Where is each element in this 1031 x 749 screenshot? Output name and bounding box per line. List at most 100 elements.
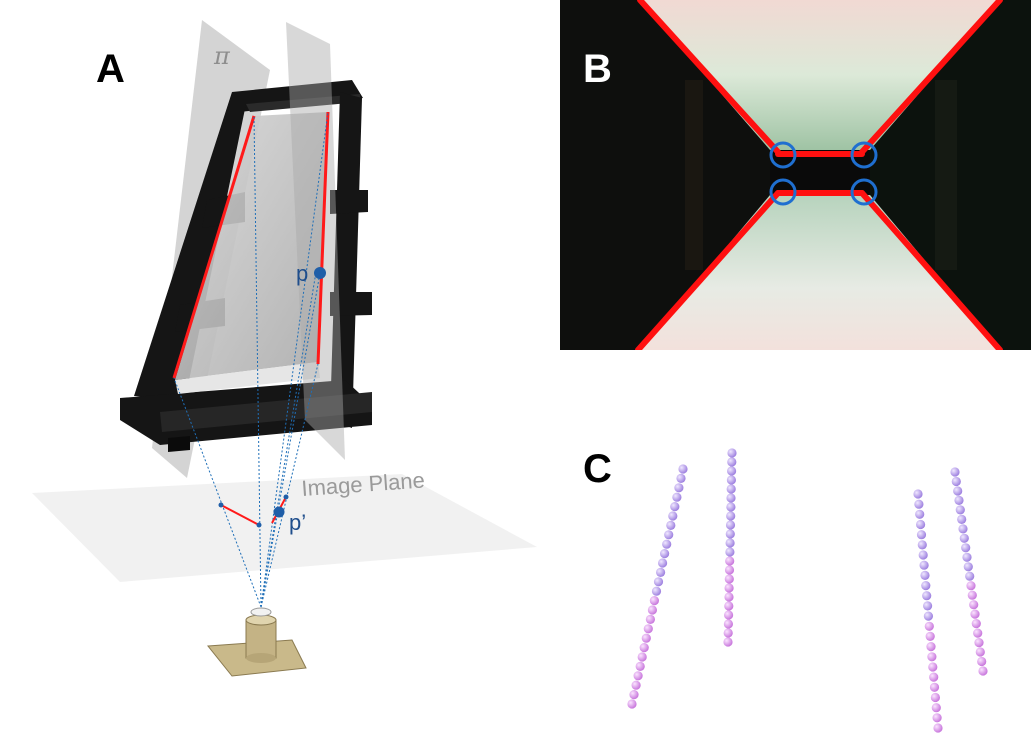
edge-point-dot <box>724 610 734 620</box>
projection-rays <box>173 111 329 608</box>
glass-bottom-lip <box>175 362 320 394</box>
edge-point-dot <box>656 567 666 578</box>
edge-point-dot <box>961 543 971 553</box>
corner-markers <box>769 141 878 206</box>
edge-point-dot <box>931 703 941 713</box>
edge-point-dot <box>725 529 735 539</box>
edge-point-dot <box>725 520 736 530</box>
edge-point-dot <box>922 591 932 601</box>
edge-point-dot <box>927 652 937 662</box>
edge-point-dot <box>723 628 733 638</box>
edge-point-dot <box>967 590 977 600</box>
panel-a-letter: A <box>96 47 125 91</box>
corner-marker <box>769 178 797 206</box>
panel-c: C <box>583 447 988 733</box>
edge-point-dot <box>724 565 735 575</box>
pi-label: π <box>213 42 231 70</box>
edge-point-dot <box>978 666 988 676</box>
edge-point-dot <box>647 605 658 615</box>
edge-point-dot <box>726 502 736 512</box>
edge-point-dot <box>660 549 670 559</box>
point-p-marker <box>314 267 326 279</box>
edge-point-dot <box>676 473 686 483</box>
detected-edges <box>635 0 1003 350</box>
edge-point-dot <box>723 637 733 647</box>
edge-point-dot <box>726 493 736 503</box>
edge-point-dot <box>957 514 967 525</box>
edge-point-dot <box>923 611 934 621</box>
edge-point-dot <box>627 699 637 709</box>
camera <box>207 607 307 677</box>
edge-point-dot <box>643 624 653 634</box>
panel-b-letter: B <box>583 47 612 91</box>
top-channel <box>640 0 1000 150</box>
edge-point-dot <box>674 483 684 493</box>
point-p-label: p <box>296 261 308 286</box>
edge-point-dot <box>928 662 938 672</box>
edge-point-dot <box>649 596 660 606</box>
edge-point-dot <box>723 619 734 629</box>
edge-point-dot <box>645 614 656 625</box>
edge-point-dot <box>672 492 682 502</box>
edge-point-dot <box>930 692 941 703</box>
corner-marker <box>850 141 878 169</box>
edge-point-dot <box>653 577 664 587</box>
point-p-prime-label: p’ <box>289 510 306 535</box>
edge-point-dot <box>977 656 987 667</box>
edge-point-dot <box>725 538 735 548</box>
panel-a: A π Image Plane p p’ <box>32 20 537 677</box>
edge-point-dot <box>950 467 960 477</box>
edge-point-dot <box>920 570 930 581</box>
bottom-channel <box>640 195 1000 350</box>
edge-point-dot <box>725 556 735 566</box>
edge-point-dot <box>923 601 933 611</box>
edge-point-dot <box>916 519 926 530</box>
edge-point-dot <box>970 609 980 619</box>
edge-point-dot <box>932 713 942 723</box>
corner-marker <box>769 141 797 169</box>
edge-point-dot <box>962 552 972 562</box>
edge-point-dot <box>954 495 964 505</box>
edge-point-dot <box>678 464 688 474</box>
edge-point-dot <box>633 671 643 681</box>
edge-point-dot <box>658 558 668 568</box>
edge-point-dot <box>725 547 735 557</box>
edge-point-dot <box>670 502 680 512</box>
glass-panel <box>175 112 328 380</box>
edge-point-dot <box>726 484 736 494</box>
edge-point-dot <box>965 571 975 581</box>
edge-point-dot <box>975 647 985 657</box>
edge-point-dot <box>955 505 965 515</box>
left-edge-highlight <box>172 115 256 379</box>
edge-point-dot <box>724 574 734 584</box>
edge-point-dot <box>651 586 662 596</box>
edge-point-dot <box>918 550 928 560</box>
panel-b <box>560 0 1031 350</box>
edge-point-dot <box>925 631 935 642</box>
right-edge-highlight <box>316 111 330 365</box>
projected-left-edge <box>220 504 260 526</box>
edge-point-dot <box>966 581 976 591</box>
panel-c-letter: C <box>583 447 612 491</box>
edge-point-dot <box>974 638 984 648</box>
edge-point-dot <box>917 540 927 550</box>
edge-point-dot <box>666 520 676 531</box>
edge-point-dot <box>629 690 639 700</box>
edge-point-dot <box>915 509 925 519</box>
edge-point-dot <box>929 672 939 682</box>
edge-point-dot <box>921 581 931 591</box>
edge-point-dot <box>631 680 641 690</box>
edge-point-dot <box>929 682 940 692</box>
edge-point-dot <box>958 524 968 534</box>
mounting-frame <box>120 80 372 452</box>
edge-point-dot <box>726 511 736 521</box>
projected-endpoint <box>283 494 289 500</box>
edge-point-dot <box>959 533 969 543</box>
edge-point-dot <box>926 642 936 652</box>
edge-point-dot <box>724 592 734 602</box>
edge-point-dot <box>969 600 979 610</box>
edge-point-dot <box>951 476 961 487</box>
edge-point-dot <box>919 560 929 570</box>
edge-point-dot <box>914 499 924 509</box>
